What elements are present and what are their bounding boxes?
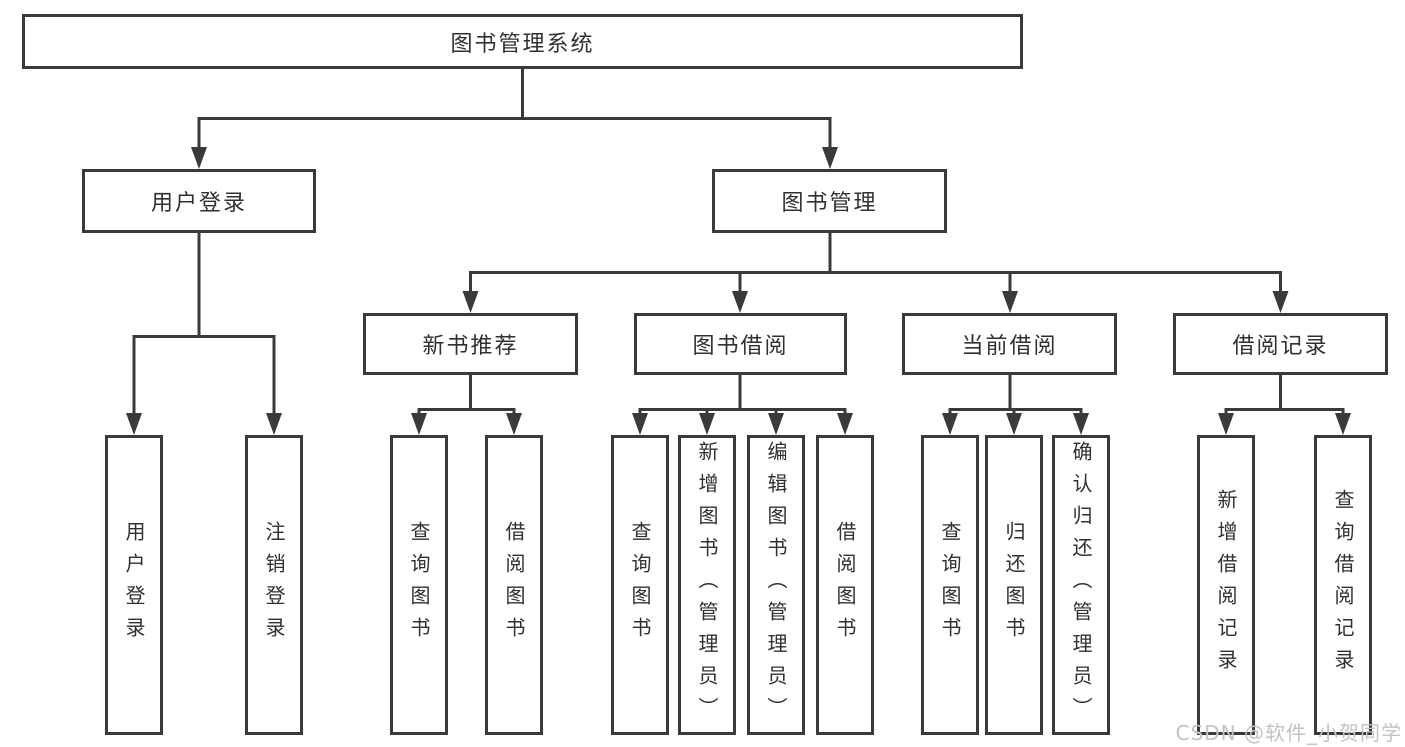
arrow-down-icon [1272,291,1289,313]
node-label: 新书推荐 [422,334,519,359]
arrow-down-icon [822,147,838,169]
leaf-query-book-borrow: 查询图书 [611,435,669,735]
node-user-login: 用户登录 [82,169,316,233]
node-label: 归还图书 [1002,521,1026,649]
node-label: 查询图书 [628,521,652,649]
node-label: 查询借阅记录 [1331,489,1355,681]
leaf-return-book: 归还图书 [985,435,1043,735]
leaf-add-borrow-record: 新增借阅记录 [1197,435,1255,735]
connector-current-borrow-to-leaves [948,375,1083,415]
node-label: 借阅图书 [833,521,857,649]
node-current-borrow: 当前借阅 [902,313,1117,375]
leaf-add-book-admin: 新增图书（管理员） [678,435,736,735]
node-label: 查询图书 [407,521,431,649]
arrow-down-icon [266,413,282,435]
node-library-management-system: 图书管理系统 [22,14,1023,69]
node-label: 图书借阅 [692,334,789,359]
node-label: 新增图书（管理员） [695,441,719,729]
leaf-query-book-current: 查询图书 [921,435,979,735]
node-label: 注销登录 [262,521,286,649]
arrow-down-icon [506,413,522,435]
node-label: 新增借阅记录 [1214,489,1238,681]
leaf-query-book-recommend: 查询图书 [390,435,448,735]
node-book-management: 图书管理 [712,169,947,233]
node-label: 确认归还（管理员） [1069,441,1093,729]
csdn-watermark: CSDN @软件_小贺同学 [1175,721,1402,745]
arrow-down-icon [462,291,479,313]
leaf-logout: 注销登录 [245,435,303,735]
arrow-down-icon [768,413,784,435]
node-label: 当前借阅 [961,334,1058,359]
arrow-down-icon [1073,413,1089,435]
leaf-query-borrow-record: 查询借阅记录 [1314,435,1372,735]
arrow-down-icon [126,413,142,435]
node-label: 借阅图书 [502,521,526,649]
connector-borrow-record-to-leaves [1224,375,1345,415]
node-label: 借阅记录 [1232,334,1329,359]
leaf-borrow-book: 借阅图书 [816,435,874,735]
arrow-down-icon [1006,413,1022,435]
connector-book-management-to-level3 [469,233,1282,293]
leaf-confirm-return-admin: 确认归还（管理员） [1052,435,1110,735]
arrow-down-icon [1335,413,1351,435]
arrow-down-icon [632,413,648,435]
node-label: 用户登录 [122,521,146,649]
node-label: 图书管理系统 [450,31,595,57]
arrow-down-icon [699,413,715,435]
arrow-down-icon [411,413,427,435]
leaf-borrow-book-recommend: 借阅图书 [485,435,543,735]
arrow-down-icon [837,413,853,435]
connector-new-book-to-leaves [417,375,516,415]
node-label: 查询图书 [938,521,962,649]
leaf-edit-book-admin: 编辑图书（管理员） [747,435,805,735]
node-new-book-recommend: 新书推荐 [363,313,578,375]
connector-root-to-level2 [197,68,832,151]
node-borrow-records: 借阅记录 [1173,313,1388,375]
node-label: 编辑图书（管理员） [764,441,788,729]
connector-user-login-to-leaves [132,233,276,415]
node-book-borrow: 图书借阅 [634,313,847,375]
arrow-down-icon [1218,413,1234,435]
connector-book-borrow-to-leaves [638,375,847,415]
leaf-user-login: 用户登录 [105,435,163,735]
arrow-down-icon [942,413,958,435]
arrow-down-icon [1002,291,1018,313]
arrow-down-icon [191,147,207,169]
node-label: 用户登录 [150,191,247,216]
node-label: 图书管理 [781,191,878,216]
arrow-down-icon [732,291,748,313]
